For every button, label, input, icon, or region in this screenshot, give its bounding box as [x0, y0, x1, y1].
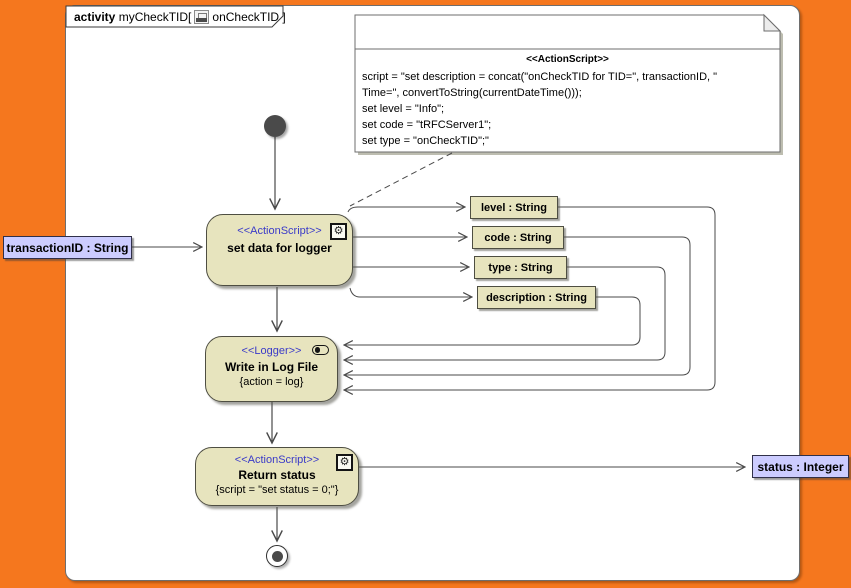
frame-title-tab-shape[interactable]	[65, 5, 284, 28]
edge-setdata-to-level[interactable]	[347, 207, 465, 213]
param-label: status : Integer	[757, 459, 844, 474]
edge-code-to-logger[interactable]	[344, 236, 691, 375]
initial-node[interactable]	[264, 115, 286, 137]
edge-type-to-logger[interactable]	[344, 266, 666, 360]
edge-description-to-logger[interactable]	[344, 296, 641, 345]
note-code-line: set level = "Info";	[362, 103, 445, 115]
action-constraint: {action = log}	[239, 376, 304, 388]
action-stereotype: <<ActionScript>>	[237, 225, 322, 237]
note-content[interactable]: <<ActionScript>> script = "set descripti…	[356, 52, 779, 149]
action-return-status[interactable]: <<ActionScript>> Return status {script =…	[195, 447, 359, 506]
edge-setdata-to-description[interactable]	[349, 287, 472, 297]
action-stereotype: <<ActionScript>>	[234, 454, 320, 466]
frame-title[interactable]: activity myCheckTID[ onCheckTID ]	[74, 8, 286, 26]
gear-icon: ⚙	[330, 223, 347, 240]
action-set-data-for-logger[interactable]: <<ActionScript>> set data for logger ⚙	[206, 214, 353, 286]
pin-code[interactable]: code : String	[472, 226, 564, 249]
pin-label: code : String	[484, 231, 552, 244]
pin-level[interactable]: level : String	[470, 196, 558, 219]
pin-label: type : String	[488, 261, 553, 274]
final-node[interactable]	[266, 545, 288, 567]
note-fold-corner	[763, 13, 782, 32]
param-label: transactionID : String	[6, 240, 129, 255]
final-node-dot	[271, 550, 283, 562]
note-stereotype: <<ActionScript>>	[526, 54, 609, 65]
action-write-in-log-file[interactable]: <<Logger>> Write in Log File {action = l…	[205, 336, 338, 402]
note-code-line: script = "set description = concat("onCh…	[362, 71, 718, 83]
action-constraint: {script = "set status = 0;"}	[215, 484, 339, 496]
frame-title-keyword: activity	[74, 10, 116, 24]
action-name: Return status	[238, 468, 316, 482]
action-name: Write in Log File	[224, 360, 319, 374]
pin-label: description : String	[486, 291, 587, 304]
pin-type[interactable]: type : String	[474, 256, 567, 279]
pin-label: level : String	[480, 201, 548, 214]
frame-title-name: myCheckTID[	[118, 10, 192, 24]
param-transaction-id[interactable]: transactionID : String	[3, 236, 132, 259]
note-anchor-line[interactable]	[349, 152, 453, 207]
action-stereotype: <<Logger>>	[241, 345, 302, 357]
note-code-line: Time=", convertToString(currentDateTime(…	[362, 87, 582, 99]
pin-description[interactable]: description : String	[477, 286, 596, 309]
gear-icon: ⚙	[336, 454, 353, 471]
activity-diagram-icon	[194, 10, 210, 24]
frame-title-close: onCheckTID ]	[212, 10, 286, 24]
action-name: set data for logger	[227, 241, 332, 255]
edge-level-to-logger[interactable]	[344, 206, 716, 390]
note-code-line: set code = "tRFCServer1";	[362, 119, 492, 131]
logger-badge-icon	[312, 345, 329, 355]
note-code-line: set type = "onCheckTID";"	[362, 135, 489, 147]
param-status[interactable]: status : Integer	[752, 455, 849, 478]
